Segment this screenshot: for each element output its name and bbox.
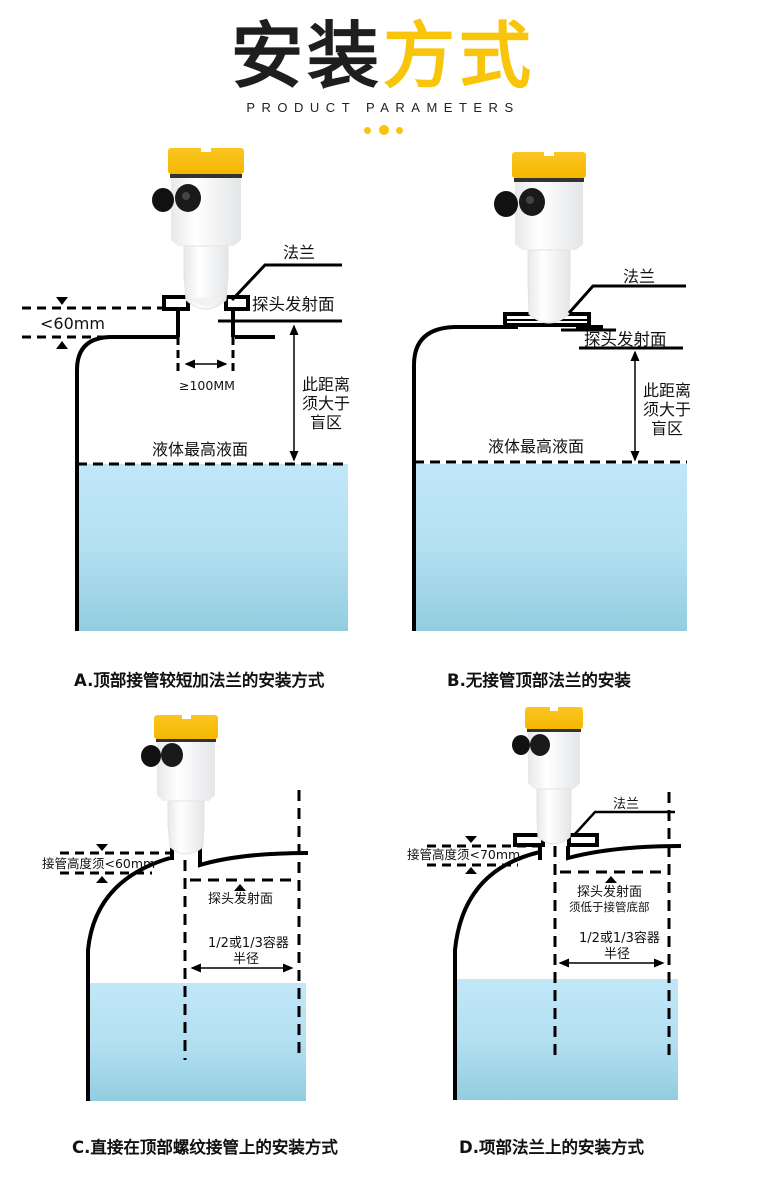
probe-face-label-d-1: 探头发射面	[577, 884, 642, 900]
flange-left-a	[162, 295, 190, 311]
triangle-down-c	[96, 844, 108, 851]
radius-label-d-1: 1/2或1/3容器	[579, 930, 660, 946]
caption-d: D.项部法兰上的安装方式	[459, 1138, 644, 1157]
page-subtitle: PRODUCT PARAMETERS	[246, 100, 520, 115]
dot-right	[396, 127, 403, 134]
flange-right-d	[567, 833, 599, 847]
radar-sensor-a	[152, 148, 244, 310]
panel-a: 法兰 探头发射面 <60mm ≥100MM 此距离 须大于 盲区 液体最高液面 …	[0, 140, 383, 700]
flange-leader-b	[567, 284, 686, 314]
tank-wall-c	[86, 856, 171, 1101]
liquid-b	[414, 464, 687, 631]
dot-left	[364, 127, 371, 134]
triangle-up-a	[56, 341, 68, 349]
liquid-c	[88, 983, 306, 1101]
distance-label-b-2: 须大于	[643, 400, 691, 419]
nozzle-height-label-c: 接管高度须<60mm	[42, 856, 155, 871]
max-level-label-a: 液体最高液面	[152, 440, 248, 459]
liquid-a	[77, 464, 348, 631]
probe-face-label-a: 探头发射面	[252, 295, 335, 314]
nozzle-height-label-d: 接管高度须<70mm	[407, 847, 520, 862]
radar-sensor-b	[494, 152, 586, 324]
tank-roof-right-c	[198, 846, 309, 868]
flange-label-d: 法兰	[613, 797, 639, 812]
panel-b: 法兰 探头发射面 此距离 须大于 盲区 液体最高液面 B.无接管顶部法兰的安装	[383, 140, 766, 700]
diagram-b: 法兰 探头发射面 此距离 须大于 盲区 液体最高液面	[412, 152, 691, 631]
radius-label-c-2: 半径	[233, 952, 259, 967]
distance-label-a-1: 此距离	[302, 375, 350, 394]
probe-face-label-d-2: 须低于接管底部	[569, 900, 650, 914]
flange-leader-a	[230, 263, 342, 302]
triangle-up-c	[96, 876, 108, 883]
page-title: 安装方式	[0, 14, 766, 98]
diagram-c: 接管高度须<60mm 探头发射面 1/2或1/3容器 半径	[42, 715, 309, 1101]
distance-label-b-3: 盲区	[651, 419, 683, 438]
distance-label-b-1: 此距离	[643, 381, 691, 400]
radius-label-c-1: 1/2或1/3容器	[208, 935, 289, 951]
triangle-up-d	[465, 867, 477, 874]
tank-wall-a	[75, 335, 178, 631]
panel-c: 接管高度须<60mm 探头发射面 1/2或1/3容器 半径 C.直接在顶部螺纹接…	[0, 700, 383, 1200]
decorative-dots	[362, 124, 406, 136]
tank-roof-right-d	[566, 844, 682, 861]
title-accent-part: 方式	[383, 14, 536, 98]
caption-b: B.无接管顶部法兰的安装	[447, 671, 631, 690]
probe-face-label-c: 探头发射面	[208, 891, 273, 907]
distance-label-a-2: 须大于	[302, 394, 350, 413]
radar-sensor-c	[141, 715, 218, 855]
tank-wall-d	[453, 850, 541, 1100]
triangle-down-d	[465, 836, 477, 843]
triangle-down-a	[56, 297, 68, 305]
panel-d: 法兰 接管高度须<70mm 探头发射面 须低于接管底部 1/2或1/3容器 半径…	[383, 700, 766, 1200]
flange-leader-d	[574, 810, 675, 835]
distance-label-a-3: 盲区	[310, 413, 342, 432]
triangle-probe-d	[605, 876, 617, 883]
probe-face-label-b: 探头发射面	[584, 330, 667, 349]
radius-label-d-2: 半径	[604, 947, 630, 962]
liquid-d	[455, 979, 678, 1100]
diagram-d: 法兰 接管高度须<70mm 探头发射面 须低于接管底部 1/2或1/3容器 半径	[407, 707, 682, 1100]
flange-label-b: 法兰	[623, 267, 655, 286]
nozzle-width-label-a: ≥100MM	[179, 378, 235, 393]
page-header: 安装方式 PRODUCT PARAMETERS	[0, 0, 766, 140]
title-dark-part: 安装	[230, 14, 383, 98]
caption-a: A.顶部接管较短加法兰的安装方式	[74, 671, 325, 690]
nozzle-height-label-a: <60mm	[40, 314, 105, 333]
dot-center	[379, 125, 389, 135]
caption-c: C.直接在顶部螺纹接管上的安装方式	[72, 1138, 338, 1157]
triangle-probe-c	[234, 884, 246, 891]
flange-right-a	[224, 295, 250, 311]
flange-label-a: 法兰	[283, 243, 315, 262]
radar-sensor-d	[512, 707, 583, 845]
tank-wall-b	[412, 325, 518, 631]
max-level-label-b: 液体最高液面	[488, 437, 584, 456]
diagram-a: 法兰 探头发射面 <60mm ≥100MM 此距离 须大于 盲区 液体最高液面	[22, 148, 350, 631]
